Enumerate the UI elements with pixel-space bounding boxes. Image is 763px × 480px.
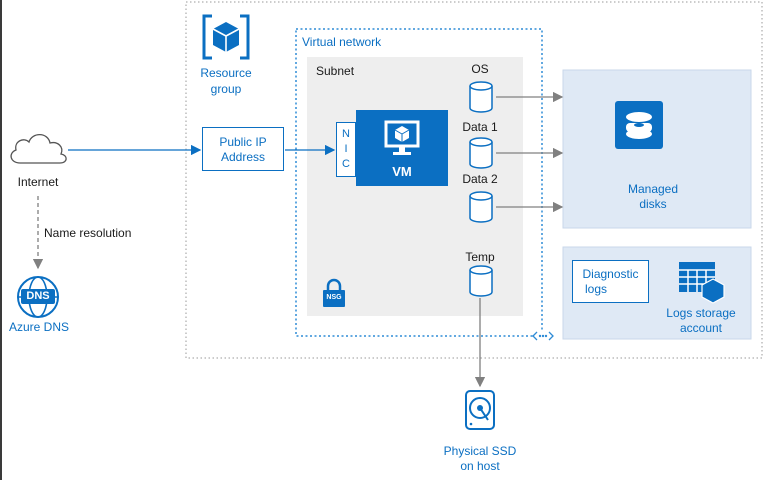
public-ip-label-line1: Public IP — [219, 135, 267, 149]
nsg-label: NSG — [326, 294, 342, 301]
azure-dns-label: Azure DNS — [8, 320, 70, 334]
cloud-icon — [6, 127, 70, 169]
resource-group-icon — [200, 14, 252, 60]
diagnostic-logs-label-line2: logs — [585, 282, 608, 296]
name-resolution-label: Name resolution — [44, 226, 132, 240]
diagnostic-logs-label-line1: Diagnostic — [582, 267, 639, 281]
subnet-label: Subnet — [316, 64, 355, 78]
resource-group-boundary — [185, 1, 763, 359]
vnet-peering-icon — [532, 330, 554, 342]
resource-group-label-line2: group — [210, 82, 242, 96]
managed-disks-icon — [615, 101, 663, 149]
data1-disk-label: Data 1 — [462, 120, 498, 134]
nic-box[interactable]: N I C — [336, 122, 356, 177]
data2-disk-icon — [468, 190, 494, 224]
nic-letter-i: I — [344, 143, 348, 155]
virtual-network-label: Virtual network — [302, 35, 382, 49]
nic-letter-n: N — [342, 128, 350, 140]
vm-label: VM — [392, 164, 412, 179]
managed-disks-label-line2: disks — [639, 197, 667, 211]
public-ip-label-line2: Address — [220, 150, 266, 164]
os-disk-label: OS — [471, 62, 489, 76]
temp-disk-icon — [468, 264, 494, 298]
physical-ssd-label-line1: Physical SSD — [443, 444, 517, 458]
physical-ssd-icon — [464, 389, 496, 431]
physical-ssd-label-line2: on host — [460, 459, 500, 473]
public-ip-box[interactable]: Public IP Address — [202, 127, 284, 171]
data1-disk-icon — [468, 136, 494, 170]
storage-account-icon — [677, 260, 727, 304]
diagnostic-logs-box[interactable]: Diagnostic logs — [572, 260, 649, 303]
azure-dns-icon: DNS — [16, 275, 60, 319]
data2-disk-label: Data 2 — [462, 172, 498, 186]
os-disk-icon — [468, 80, 494, 114]
virtual-network-boundary — [295, 28, 543, 337]
nic-letter-c: C — [342, 158, 350, 170]
window-left-edge — [0, 0, 2, 480]
temp-disk-label: Temp — [465, 250, 495, 264]
nsg-lock-icon: NSG — [322, 278, 346, 308]
dns-icon-text: DNS — [26, 290, 50, 302]
monitor-icon — [384, 120, 420, 158]
managed-disks-panel — [562, 69, 752, 229]
managed-disks-label-line1: Managed — [627, 182, 679, 196]
resource-group-label-line1: Resource — [200, 66, 252, 80]
vm-box[interactable]: VM — [356, 110, 448, 186]
logs-storage-label-line1: Logs storage — [666, 306, 736, 320]
logs-storage-label-line2: account — [679, 321, 723, 335]
internet-label: Internet — [17, 175, 59, 189]
